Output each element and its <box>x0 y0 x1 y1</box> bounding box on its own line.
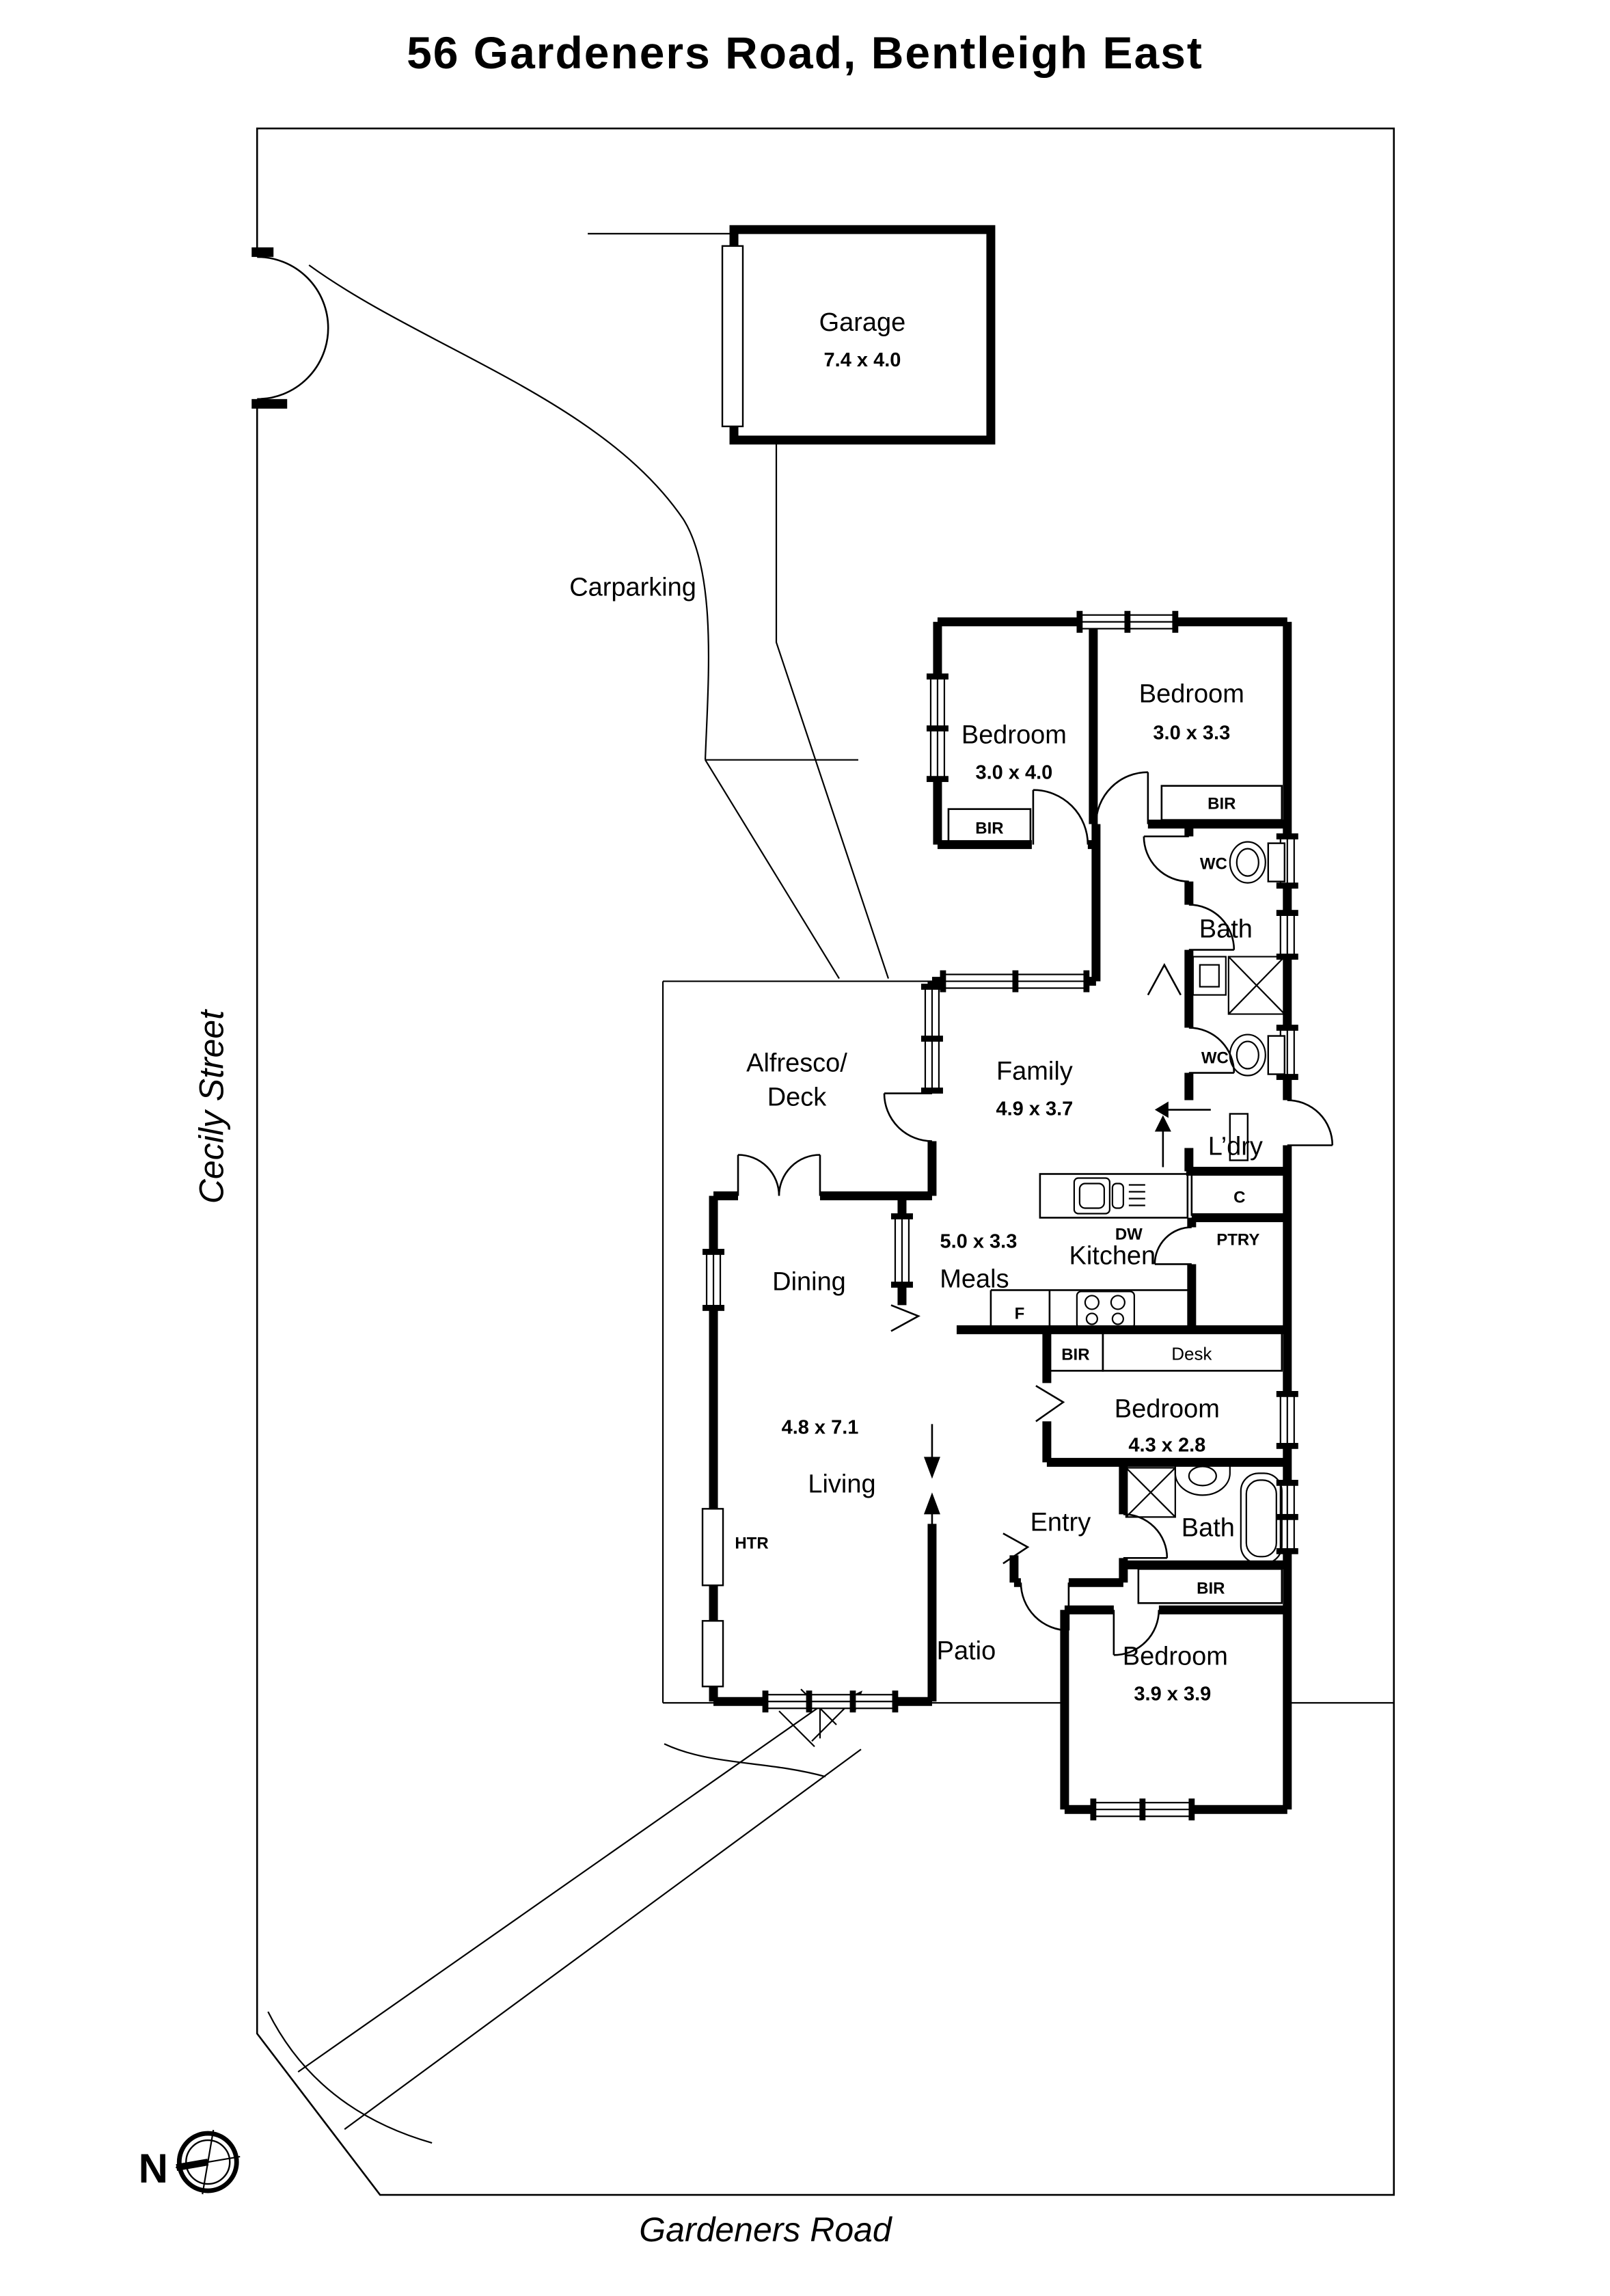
desk-cabinet <box>1102 1332 1283 1372</box>
gate-icon <box>257 256 329 401</box>
site-boundary <box>251 127 1395 2196</box>
laundry-arrows <box>1154 1101 1211 1167</box>
cooktop-icon <box>1076 1291 1135 1329</box>
window-icon <box>920 984 943 1094</box>
windows <box>702 610 1298 1821</box>
label-garage: Garage <box>819 308 906 337</box>
window-icon <box>926 673 949 783</box>
sink-icon <box>1073 1177 1145 1215</box>
fixtures <box>701 785 1289 1688</box>
label-family-dims: 4.9 x 3.7 <box>996 1098 1073 1120</box>
street-cecily: Cecily Street <box>192 1009 230 1204</box>
bathtub-icon <box>1240 1472 1283 1565</box>
label-bir: BIR <box>1208 795 1236 813</box>
label-bir: BIR <box>1197 1579 1225 1597</box>
compass: N <box>139 2129 241 2195</box>
path-arrow <box>811 1705 848 1742</box>
label-alfresco-1: Alfresco/ <box>746 1049 847 1078</box>
label-patio: Patio <box>937 1636 996 1665</box>
kitchen-bench <box>990 1289 1192 1329</box>
label-garage-dims: 7.4 x 4.0 <box>824 349 901 371</box>
page-title: 56 Gardeners Road, Bentleigh East <box>407 27 1203 78</box>
toilet-icon <box>1229 1034 1285 1077</box>
label-bedroom1: Bedroom <box>961 721 1067 750</box>
label-bedroom3: Bedroom <box>1115 1394 1220 1423</box>
window-icon <box>940 970 1090 992</box>
window-icon <box>1076 610 1179 633</box>
label-cupboard: C <box>1233 1188 1245 1206</box>
label-north: N <box>139 2146 168 2191</box>
label-desk: Desk <box>1171 1343 1212 1364</box>
label-living: Living <box>808 1470 875 1498</box>
label-alfresco-2: Deck <box>767 1083 828 1112</box>
gate-post-icon <box>251 399 288 409</box>
bir-cabinet <box>1137 1568 1283 1604</box>
door-panel-icon <box>701 1620 724 1688</box>
label-laundry: L’dry <box>1208 1132 1263 1161</box>
compass-needle-icon <box>176 2159 209 2171</box>
gate-post-icon <box>251 247 274 257</box>
label-dining: Dining <box>772 1267 846 1296</box>
window-icon <box>762 1690 899 1713</box>
street-gardeners: Gardeners Road <box>639 2211 893 2249</box>
label-fridge: F <box>1015 1304 1025 1323</box>
doors <box>737 771 1334 1656</box>
laundry-trough-icon <box>1229 1113 1249 1161</box>
garage-structure <box>721 225 996 445</box>
label-wc: WC <box>1200 855 1227 874</box>
label-bir: BIR <box>975 820 1003 838</box>
label-family: Family <box>996 1057 1073 1086</box>
window-icon <box>1090 1798 1195 1821</box>
window-icon <box>1276 1390 1298 1449</box>
shower-icon <box>1227 956 1285 1015</box>
label-bath1: Bath <box>1199 915 1253 944</box>
garage-door-icon <box>721 245 744 428</box>
label-ptry: PTRY <box>1216 1230 1259 1249</box>
site-paths <box>267 232 1394 2144</box>
label-bedroom1-dims: 3.0 x 4.0 <box>976 762 1053 784</box>
label-carparking: Carparking <box>569 573 696 602</box>
label-bath2: Bath <box>1182 1513 1235 1542</box>
label-entry: Entry <box>1031 1508 1091 1537</box>
label-bedroom3-dims: 4.3 x 2.8 <box>1128 1434 1205 1456</box>
vanity-icon <box>1192 956 1227 996</box>
bir-cabinet <box>1160 785 1283 821</box>
cupboard <box>1190 1173 1289 1216</box>
label-bedroom2-dims: 3.0 x 3.3 <box>1153 722 1230 744</box>
window-icon <box>1276 910 1298 960</box>
shower-icon <box>1125 1467 1176 1518</box>
bir-cabinet <box>947 808 1032 846</box>
label-bedroom4-dims: 3.9 x 3.9 <box>1134 1683 1211 1705</box>
toilet-icon <box>1229 841 1285 884</box>
window-icon <box>1276 1479 1298 1554</box>
opening-arrows <box>923 1424 940 1548</box>
label-bedroom2: Bedroom <box>1139 680 1244 709</box>
label-living-dims: 4.8 x 7.1 <box>782 1416 859 1438</box>
label-bedroom4: Bedroom <box>1123 1642 1228 1671</box>
label-wc: WC <box>1201 1049 1229 1068</box>
label-kitchen: Kitchen <box>1069 1241 1156 1270</box>
heater-icon <box>701 1508 724 1586</box>
label-dw: DW <box>1115 1225 1143 1243</box>
label-meals: Meals <box>940 1265 1009 1293</box>
window-icon <box>702 1249 725 1311</box>
label-bir: BIR <box>1061 1345 1089 1364</box>
window-icon <box>890 1213 913 1288</box>
label-meals-dims: 5.0 x 3.3 <box>940 1230 1018 1252</box>
wall-break-marks <box>890 962 1182 1565</box>
kitchen-bench <box>1039 1173 1189 1219</box>
label-htr: HTR <box>735 1534 768 1552</box>
basin-icon <box>1174 1465 1231 1496</box>
